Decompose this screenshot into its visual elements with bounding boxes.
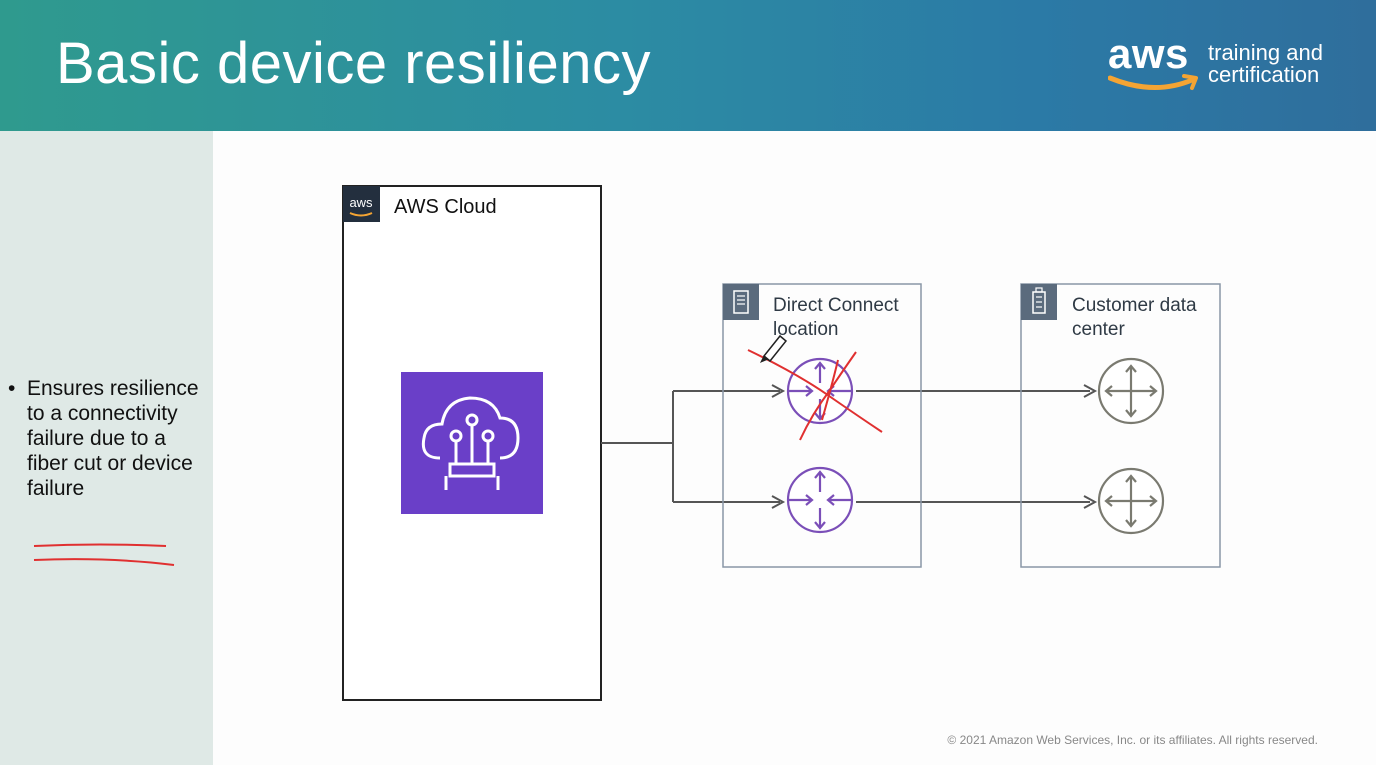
aws-logo-text: aws	[1108, 30, 1189, 77]
brand-tagline: training and certification	[1208, 42, 1323, 86]
slide-title: Basic device resiliency	[56, 31, 651, 96]
building-icon	[723, 284, 759, 320]
direct-connect-location-label: Direct Connect location	[773, 294, 899, 342]
red-cross-annotation	[747, 349, 883, 441]
slide-header: Basic device resiliency aws training and…	[0, 0, 1376, 131]
direct-connect-service-icon	[401, 372, 543, 514]
customer-dc-label-line1: Customer data	[1072, 295, 1197, 316]
dx-router-2-icon	[786, 466, 854, 534]
copyright-text: © 2021 Amazon Web Services, Inc. or its …	[947, 733, 1318, 747]
aws-badge-text: aws	[349, 195, 373, 210]
direct-connect-label-line1: Direct Connect	[773, 295, 899, 316]
customer-router-1-icon	[1097, 357, 1165, 425]
dx-router-1-icon	[786, 357, 854, 425]
tagline-line2: certification	[1208, 62, 1320, 87]
tagline-line1: training and	[1208, 40, 1323, 65]
customer-data-center-label: Customer data center	[1072, 294, 1197, 342]
left-sidebar	[0, 131, 213, 765]
direct-connect-location-group	[722, 283, 922, 568]
bullet-dot: •	[8, 377, 16, 400]
connection-lines	[601, 384, 1098, 509]
aws-logo: aws	[1108, 30, 1200, 96]
aws-smile-icon	[1108, 74, 1198, 90]
customer-dc-label-line2: center	[1072, 319, 1125, 340]
red-underline-annotation	[33, 543, 175, 566]
customer-data-center-group	[1020, 283, 1221, 568]
aws-cloud-label: AWS Cloud	[394, 196, 497, 218]
pen-cursor-icon	[759, 334, 788, 363]
bullet-text: Ensures resilience to a connectivity fai…	[27, 377, 199, 500]
direct-connect-label-line2: location	[773, 319, 839, 340]
customer-router-2-icon	[1097, 467, 1165, 535]
